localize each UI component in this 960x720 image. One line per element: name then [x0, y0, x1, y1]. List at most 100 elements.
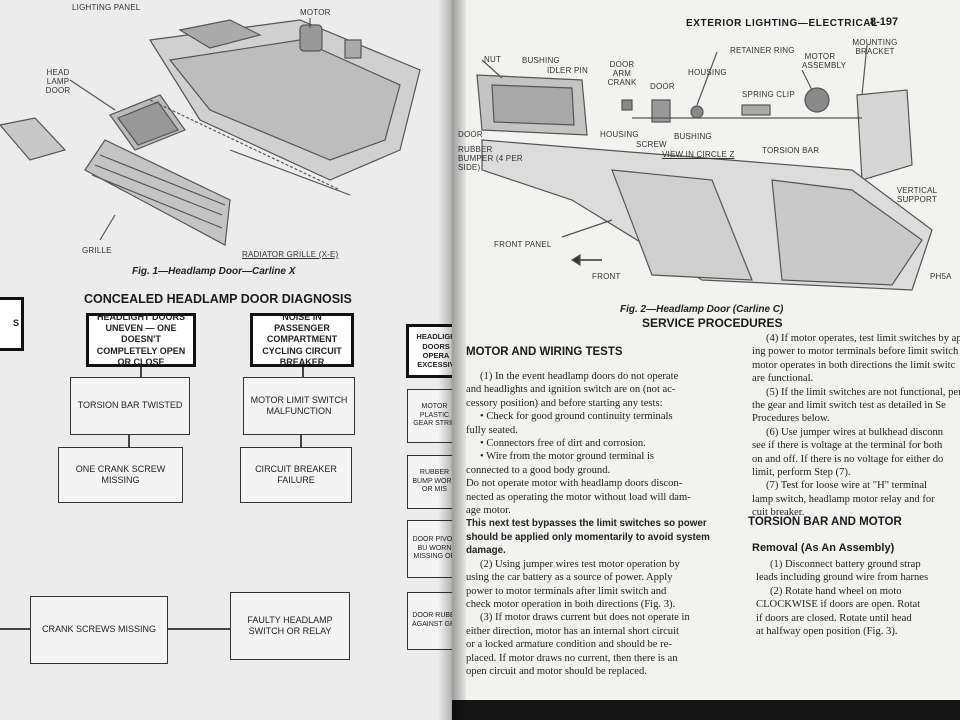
motor-line-warning: This next test bypasses the limit switch… [466, 518, 707, 530]
motor-section-title: MOTOR AND WIRING TESTS [466, 346, 623, 358]
right-line: the gear and limit switch test as detail… [752, 400, 946, 412]
right-line: on and off. If there is no voltage for e… [752, 453, 944, 465]
connector [302, 367, 304, 377]
removal-line: at halfway open position (Fig. 3). [756, 626, 898, 638]
motor-line: connected to a good body ground. [466, 464, 611, 476]
removal-line: if doors are closed. Rotate until head [756, 612, 912, 624]
motor-line: and headlights and ignition switch are o… [466, 384, 676, 396]
fig1-label-head-lamp-door: HEAD LAMP DOOR [45, 68, 71, 95]
motor-line: nected as operating the motor without lo… [466, 491, 691, 503]
fig2-label-front: FRONT [592, 272, 621, 281]
fig2-label-view-in-circle: VIEW IN CIRCLE Z [662, 150, 735, 159]
motor-line: fully seated. [466, 424, 518, 436]
diagnosis-cause-gear-strip: MOTOR PLASTIC GEAR STRIP [407, 389, 452, 443]
diagnosis-cause-door-rubbing: DOOR RUBBI AGAINST GRI [407, 592, 452, 650]
motor-line: power to motor terminals after limit swi… [466, 585, 667, 597]
fig2-label-rubber-bumper: RUBBER BUMPER (4 PER SIDE) [458, 145, 523, 172]
fig2-label-torsion-bar: TORSION BAR [762, 146, 820, 155]
right-line: limit, perform Step (7). [752, 467, 851, 479]
right-column-body: (4) If motor operates, test limit switch… [752, 332, 960, 520]
diagnosis-cause-limit-switch: MOTOR LIMIT SWITCH MALFUNCTION [243, 377, 355, 435]
fig2-label-vertical-support: VERTICAL SUPPORT [896, 186, 938, 204]
connector [168, 628, 230, 630]
motor-line-warning: should be applied only momentarily to av… [466, 531, 710, 543]
fig1-label-motor: MOTOR [300, 8, 331, 17]
motor-line: or a locked armature condition and shoul… [466, 639, 672, 651]
torsion-section-title: TORSION BAR AND MOTOR [748, 516, 902, 528]
right-line: motor operates in both directions the li… [752, 359, 956, 371]
fig2-illustration [476, 44, 933, 291]
right-line: see if there is voltage at the terminal … [752, 440, 943, 452]
fig1-label-grille: GRILLE [82, 246, 112, 255]
motor-line: • Connectors free of dirt and corrosion. [480, 438, 646, 450]
connector [0, 628, 30, 630]
motor-line: (3) If motor draws current but does not … [480, 612, 690, 624]
motor-line: age motor. [466, 505, 511, 517]
fig2-label-motor-assembly: MOTOR ASSEMBLY [802, 52, 847, 70]
fig2-label-door-arm-crank: DOOR ARM CRANK [607, 60, 637, 87]
fig2-label-nut: NUT [484, 55, 502, 64]
right-line: lamp switch, headlamp motor relay and fo… [752, 493, 935, 505]
right-line: ing power to motor terminals before limi… [752, 346, 959, 358]
connector [140, 367, 142, 377]
fig2-label-code: PH5A [930, 272, 952, 281]
fig2-label-mounting-bracket: MOUNTING BRACKET [852, 38, 898, 56]
fig2-label-housing-top: HOUSING [688, 68, 727, 77]
removal-line: leads including ground wire from harnes [756, 572, 929, 584]
fig2-label-spring-clip: SPRING CLIP [742, 90, 795, 99]
diagnosis-header-doors-uneven: HEADLIGHT DOORS UNEVEN — ONE DOESN'T COM… [86, 312, 196, 367]
motor-line: cessory position) and before starting an… [466, 397, 663, 409]
removal-line: CLOCKWISE if doors are open. Rotat [756, 599, 921, 611]
right-line: are functional. [752, 373, 814, 385]
fig2-label-bushing-top: BUSHING [522, 56, 560, 65]
removal-line: (1) Disconnect battery ground strap [770, 559, 921, 570]
diagnosis-cause-circuit-breaker: CIRCUIT BREAKER FAILURE [240, 447, 352, 503]
fig2-label-door-left: DOOR [458, 130, 483, 139]
fig2-label-door: DOOR [650, 82, 675, 91]
removal-subtitle: Removal (As An Assembly) [752, 542, 895, 554]
diagnosis-cause-rubber-bumper: RUBBER BUMP WORN OR MIS [407, 455, 452, 509]
motor-line: (2) Using jumper wires test motor operat… [480, 558, 680, 570]
fig2-caption: Fig. 2—Headlamp Door (Carline C) [620, 304, 784, 315]
diagnosis-cause-pivot-bushing: DOOR PIVOT BU WORN MISSING OR [407, 520, 452, 578]
motor-line: open circuit and motor should be replace… [466, 665, 647, 677]
fig2-label-idler-pin: IDLER PIN [547, 66, 588, 75]
diagnosis-cause-faulty-switch: FAULTY HEADLAMP SWITCH OR RELAY [230, 592, 350, 660]
right-line: Procedures below. [752, 413, 830, 425]
book-gutter [438, 0, 466, 720]
right-line: (6) Use jumper wires at bulkhead disconn [766, 426, 944, 438]
diagnosis-header-noise: NOISE IN PASSENGER COMPARTMENT CYCLING C… [250, 312, 354, 367]
fig2-label-retainer-ring: RETAINER RING [730, 46, 795, 55]
motor-line: (1) In the event headlamp doors do not o… [480, 371, 679, 382]
page-header: EXTERIOR LIGHTING—ELECTRICAL [686, 18, 878, 29]
fig2-label-bushing-mid: BUSHING [674, 132, 712, 141]
right-page: EXTERIOR LIGHTING—ELECTRICAL 8-197 [452, 0, 960, 700]
fig1-caption: Fig. 1—Headlamp Door—Carline X [132, 266, 296, 277]
right-line: (4) If motor operates, test limit switch… [766, 333, 960, 344]
page-number: 8-197 [870, 16, 899, 28]
fig1-label-radiator-grille: RADIATOR GRILLE (X-E) [242, 250, 339, 259]
fig2-label-housing-mid: HOUSING [600, 130, 639, 139]
removal-line: (2) Rotate hand wheel on moto [770, 585, 902, 597]
fig2-label-front-panel: FRONT PANEL [494, 240, 552, 249]
motor-line: check motor operation in both directions… [466, 598, 676, 610]
fig1-label-panel: LIGHTING PANEL [72, 3, 141, 12]
motor-line-warning: damage. [466, 545, 506, 557]
motor-line: Do not operate motor with headlamp doors… [466, 478, 683, 490]
fig2-label-screw: SCREW [636, 140, 667, 149]
motor-line: • Wire from the motor ground terminal is [480, 451, 655, 463]
right-line: (7) Test for loose wire at "H" terminal [766, 480, 927, 492]
diagnosis-cause-torsion-bar: TORSION BAR TWISTED [70, 377, 190, 435]
motor-line: using the car battery as a source of pow… [466, 572, 673, 584]
diagnosis-title: CONCEALED HEADLAMP DOOR DIAGNOSIS [84, 292, 352, 306]
removal-body: (1) Disconnect battery ground strap lead… [756, 558, 960, 638]
right-line: (5) If the limit switches are not functi… [766, 386, 960, 398]
diagnosis-cause-crank-screws-missing: CRANK SCREWS MISSING [30, 596, 168, 664]
left-page: LIGHTING PANEL MOTOR HEAD LAMP DOOR GRIL… [0, 0, 452, 720]
fig1-illustration [0, 18, 421, 246]
motor-line: placed. If motor draws no current, then … [466, 652, 678, 664]
diagnosis-cause-crank-screw: ONE CRANK SCREW MISSING [58, 447, 183, 503]
diagnosis-header-partial-left: S [0, 297, 24, 351]
motor-section-body: (1) In the event headlamp doors do not o… [466, 370, 738, 678]
connector [300, 435, 302, 447]
